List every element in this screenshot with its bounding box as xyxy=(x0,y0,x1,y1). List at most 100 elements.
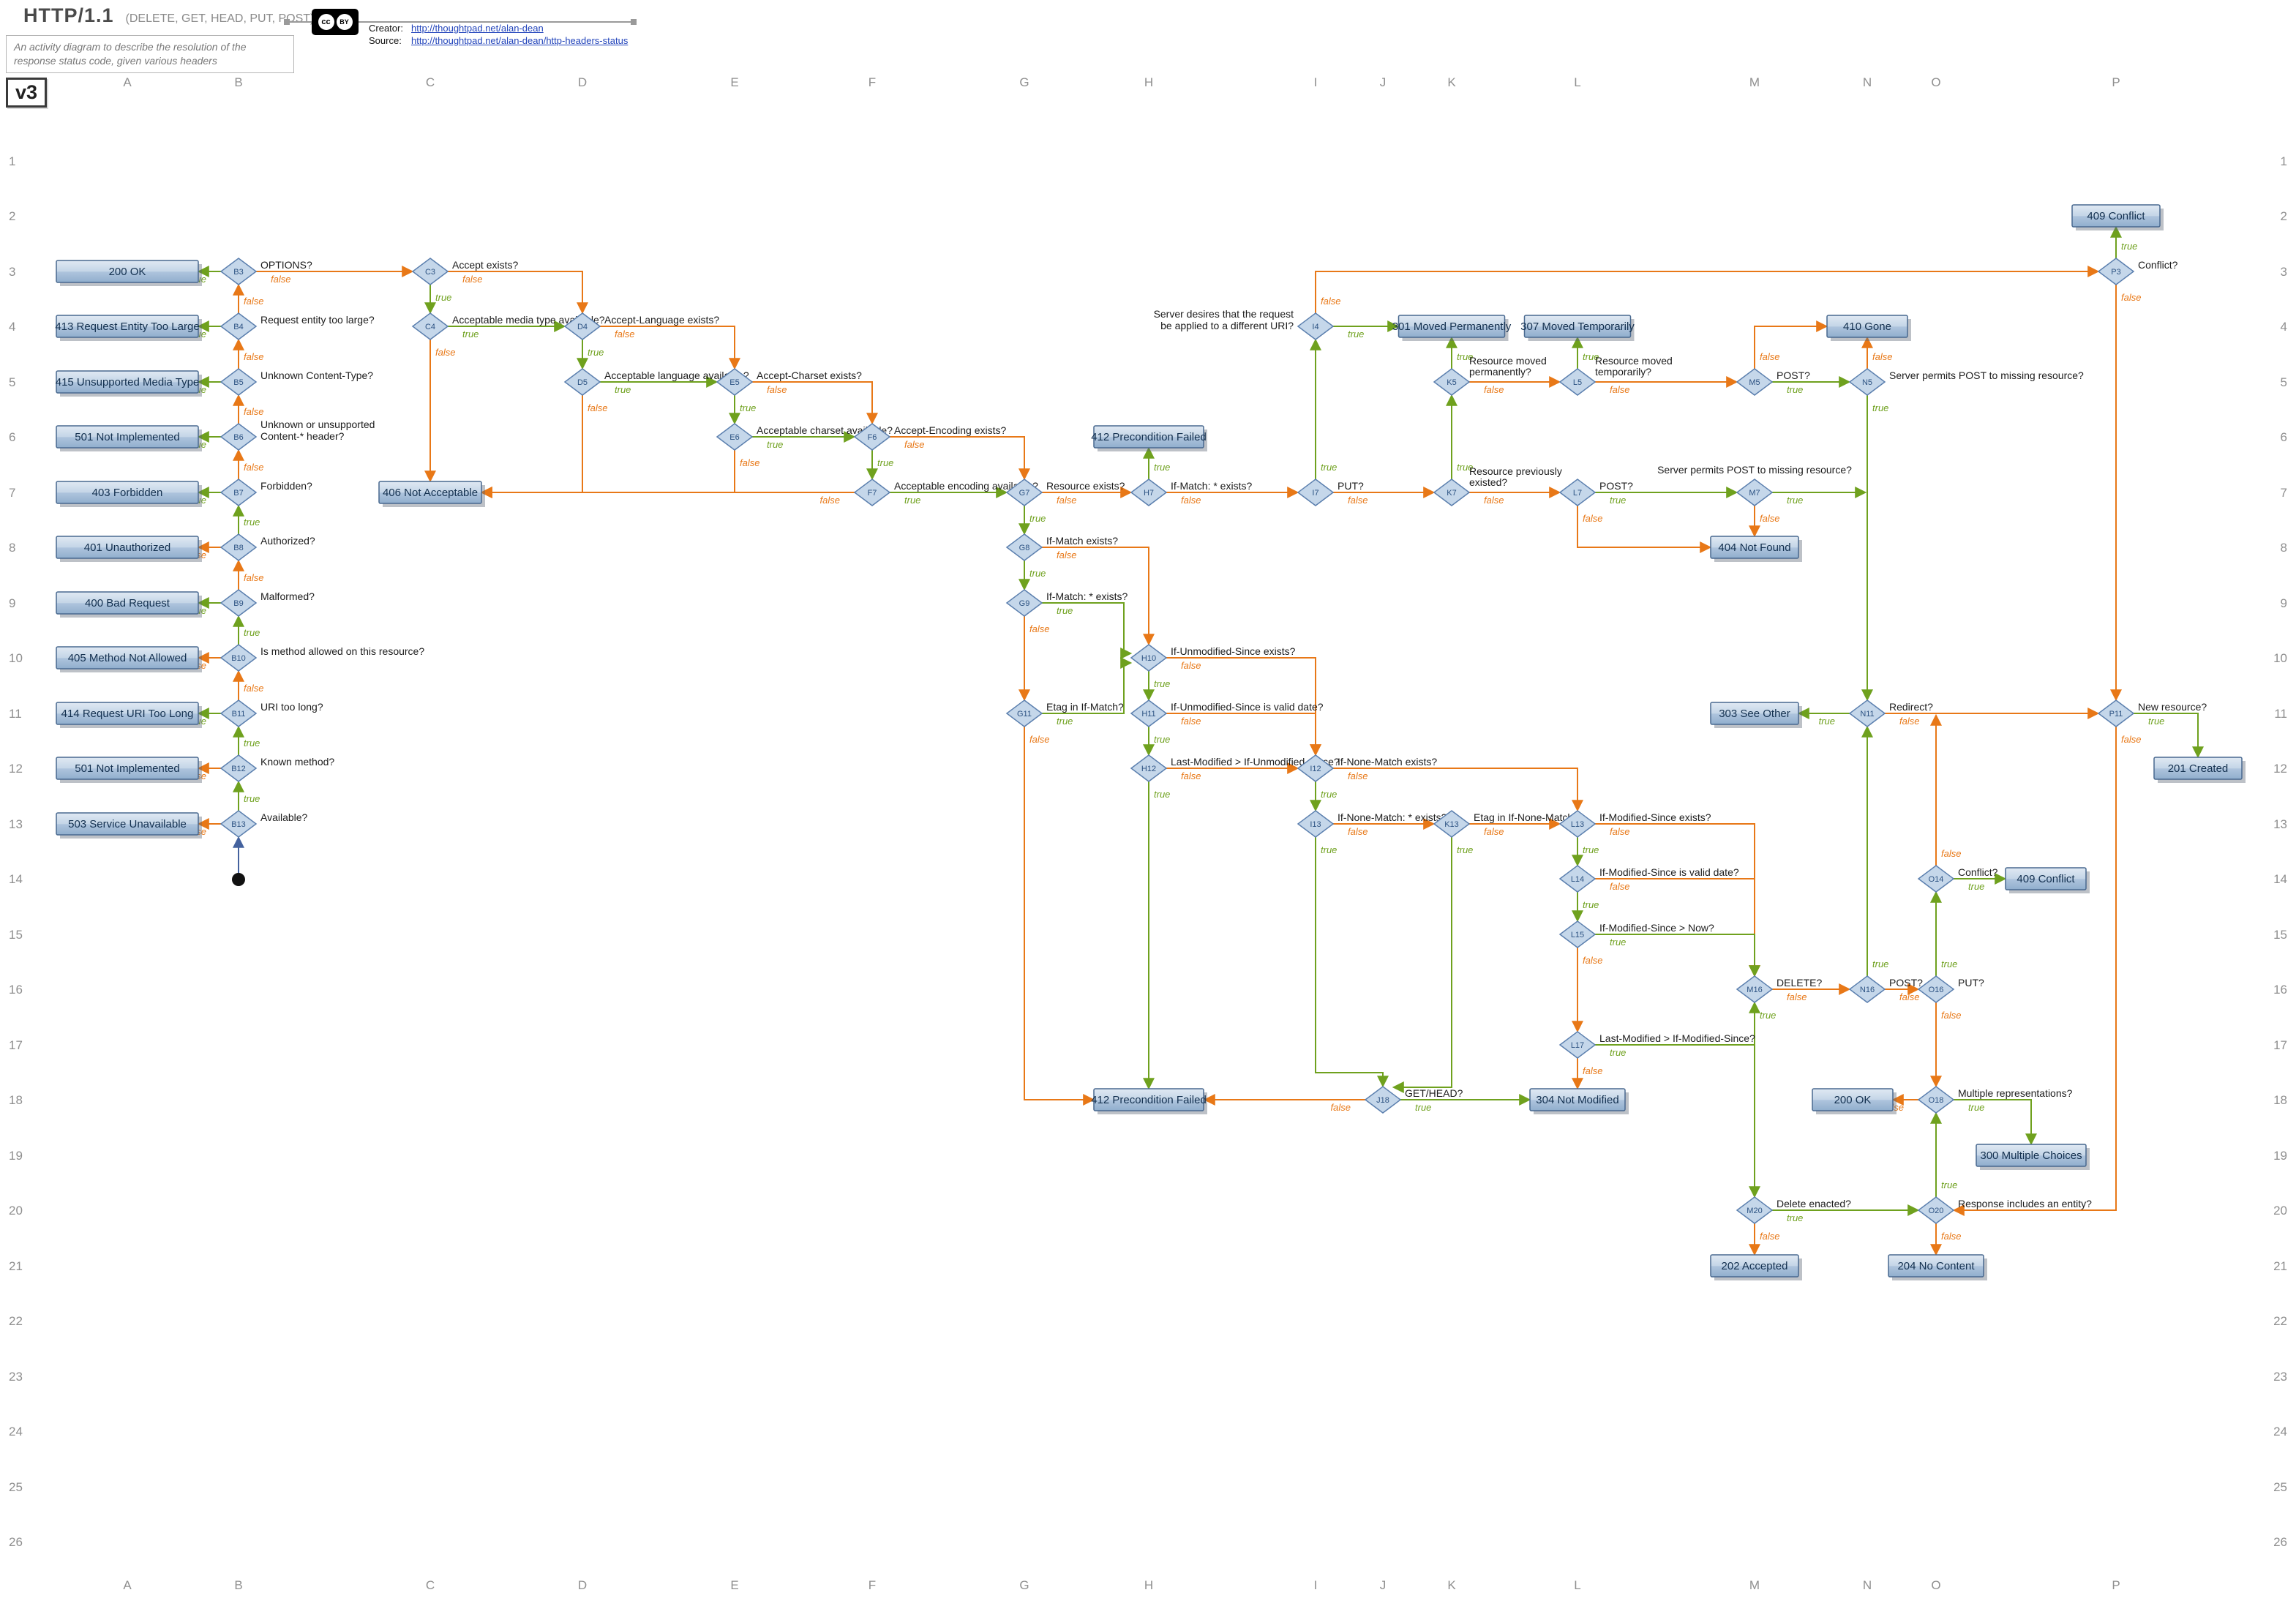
decision-I4 xyxy=(1297,312,1335,340)
source-link[interactable]: http://thoughtpad.net/alan-dean/http-hea… xyxy=(411,35,629,46)
status-box-s501a xyxy=(56,425,199,449)
decision-O16 xyxy=(1917,975,1955,1003)
decision-K5 xyxy=(1433,368,1471,396)
question-I13: If-None-Match: * exists? xyxy=(1338,811,1447,823)
edge-label-M7-N11-true: true xyxy=(1787,495,1803,506)
grid-col-bottom-P: P xyxy=(2112,1578,2120,1592)
question-H11: If-Unmodified-Since is valid date? xyxy=(1171,701,1324,713)
grid-row-right-14: 14 xyxy=(2273,872,2287,886)
decision-id-E5: E5 xyxy=(729,378,739,387)
grid-col-top-I: I xyxy=(1314,75,1318,89)
decision-id-P11: P11 xyxy=(2109,710,2123,719)
decision-id-N16: N16 xyxy=(1860,986,1875,994)
decision-L5 xyxy=(1558,368,1597,396)
question-L5: temporarily? xyxy=(1595,366,1651,378)
grid-row-right-19: 19 xyxy=(2273,1149,2287,1163)
grid-col-bottom-A: A xyxy=(123,1578,132,1592)
edge-label-L15-L17-false: false xyxy=(1583,955,1602,966)
edge-G8-H10 xyxy=(1042,547,1155,646)
edge-label-B7-B6-false: false xyxy=(244,462,263,473)
creator-link[interactable]: http://thoughtpad.net/alan-dean xyxy=(411,23,544,34)
edge-label-G9-H10-true: true xyxy=(1057,605,1073,616)
edge-G9-H10 xyxy=(1042,602,1133,659)
edge-label-L13-L14-true: true xyxy=(1583,844,1599,855)
status-box-s401 xyxy=(56,536,199,559)
status-box-s200a xyxy=(56,260,199,283)
edge-G11-H10 xyxy=(1042,657,1133,714)
edge-label-H7-s412a-true: true xyxy=(1154,462,1170,473)
edge-label-K5-L5-false: false xyxy=(1484,384,1504,395)
status-box-s300 xyxy=(1976,1144,2087,1167)
credits-block: Creator:http://thoughtpad.net/alan-dean … xyxy=(369,22,628,47)
status-label-s405: 405 Method Not Allowed xyxy=(68,652,187,664)
grid-col-top-C: C xyxy=(426,75,435,89)
grid-row-left-25: 25 xyxy=(9,1480,23,1494)
edge-label-P3-s409a-true: true xyxy=(2121,241,2137,252)
question-N5: Server permits POST to missing resource? xyxy=(1889,370,2084,381)
edge-label-I12-I13-true: true xyxy=(1321,789,1337,800)
grid-col-top-G: G xyxy=(1019,75,1029,89)
status-label-s412a: 412 Precondition Failed xyxy=(1091,431,1207,443)
status-box-s400 xyxy=(56,591,199,615)
decision-P3 xyxy=(2097,258,2135,285)
edge-label-B3-C3-false: false xyxy=(271,274,290,285)
edge-label-C3-D4-false: false xyxy=(462,274,482,285)
grid-row-left-13: 13 xyxy=(9,817,23,831)
status-box-s409b xyxy=(2005,867,2087,890)
status-label-s412b: 412 Precondition Failed xyxy=(1091,1094,1207,1106)
grid-row-right-8: 8 xyxy=(2281,541,2287,555)
grid-col-bottom-F: F xyxy=(868,1578,876,1592)
edge-label-L17-s304-false: false xyxy=(1583,1065,1602,1076)
edge-label-K7-L7-false: false xyxy=(1484,495,1504,506)
question-G9: If-Match: * exists? xyxy=(1046,590,1128,602)
status-label-s304: 304 Not Modified xyxy=(1536,1094,1618,1106)
decision-id-G9: G9 xyxy=(1019,599,1030,608)
grid-col-top-B: B xyxy=(234,75,242,89)
grid-col-bottom-G: G xyxy=(1019,1578,1029,1592)
grid-col-bottom-N: N xyxy=(1863,1578,1872,1592)
edge-label-G7-H7-false: false xyxy=(1057,495,1076,506)
grid-row-left-24: 24 xyxy=(9,1425,23,1438)
edge-label-H10-I12-false: false xyxy=(1181,660,1201,671)
question-B12: Known method? xyxy=(260,756,334,768)
status-box-s414 xyxy=(56,702,199,725)
grid-row-right-22: 22 xyxy=(2273,1314,2287,1328)
edge-label-P11-O20-false: false xyxy=(2121,734,2141,745)
grid-col-top-N: N xyxy=(1863,75,1872,89)
grid-row-left-9: 9 xyxy=(9,596,15,610)
decision-id-L13: L13 xyxy=(1571,820,1584,829)
edge-label-M5-s410-false: false xyxy=(1760,351,1779,362)
question-O18: Multiple representations? xyxy=(1958,1087,2073,1099)
question-P11: New resource? xyxy=(2138,701,2207,713)
edge-label-H11-I12-false: false xyxy=(1181,716,1201,727)
decision-id-N11: N11 xyxy=(1860,710,1874,719)
decision-M5 xyxy=(1736,368,1774,396)
status-box-s405 xyxy=(56,646,199,669)
grid-row-left-26: 26 xyxy=(9,1535,23,1549)
edge-D4-E5 xyxy=(600,326,740,370)
edge-label-B4-B3-false: false xyxy=(244,296,263,307)
decision-B4 xyxy=(220,312,258,340)
edge-label-C4-s406-false: false xyxy=(435,347,455,358)
status-label-s414: 414 Request URI Too Long xyxy=(61,708,194,720)
grid-row-left-2: 2 xyxy=(9,209,15,223)
decision-id-L5: L5 xyxy=(1573,378,1582,387)
grid-col-bottom-L: L xyxy=(1574,1578,1580,1592)
decision-I7 xyxy=(1297,479,1335,506)
decision-id-L17: L17 xyxy=(1571,1041,1584,1050)
cc-by-icon: BY xyxy=(336,14,353,30)
edge-label-M7-s404-false: false xyxy=(1760,513,1779,524)
grid-col-top-M: M xyxy=(1749,75,1760,89)
decision-id-H11: H11 xyxy=(1141,710,1155,719)
grid-row-right-12: 12 xyxy=(2273,762,2287,776)
question-I4: Server desires that the request xyxy=(1154,308,1294,320)
grid-col-top-O: O xyxy=(1931,75,1940,89)
question-J18: GET/HEAD? xyxy=(1405,1087,1463,1099)
edge-label-D4-D5-true: true xyxy=(588,347,604,358)
decision-id-B3: B3 xyxy=(233,268,243,277)
edge-C3-D4 xyxy=(448,271,588,315)
version-badge: v3 xyxy=(6,78,48,108)
question-F6: Accept-Encoding exists? xyxy=(894,424,1007,436)
decision-id-O20: O20 xyxy=(1929,1207,1944,1215)
decision-O14 xyxy=(1917,865,1955,893)
